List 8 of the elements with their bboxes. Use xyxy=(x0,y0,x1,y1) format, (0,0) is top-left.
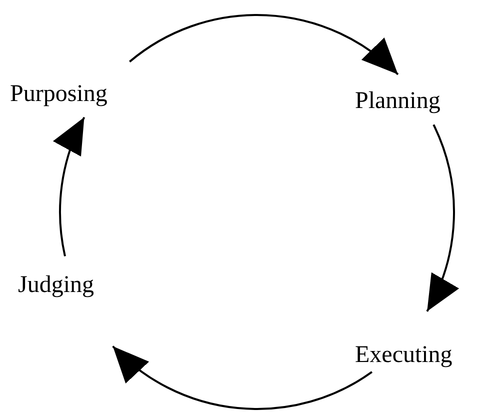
stage-label: Planning xyxy=(355,87,440,115)
stage-label: Judging xyxy=(18,271,94,299)
stage-label: Executing xyxy=(355,341,452,369)
cycle-arrow xyxy=(129,14,399,76)
stage-label: Purposing xyxy=(10,80,108,108)
cycle-arrow xyxy=(54,116,86,256)
cycle-arrow xyxy=(426,124,458,312)
cycle-arrow xyxy=(112,346,372,410)
